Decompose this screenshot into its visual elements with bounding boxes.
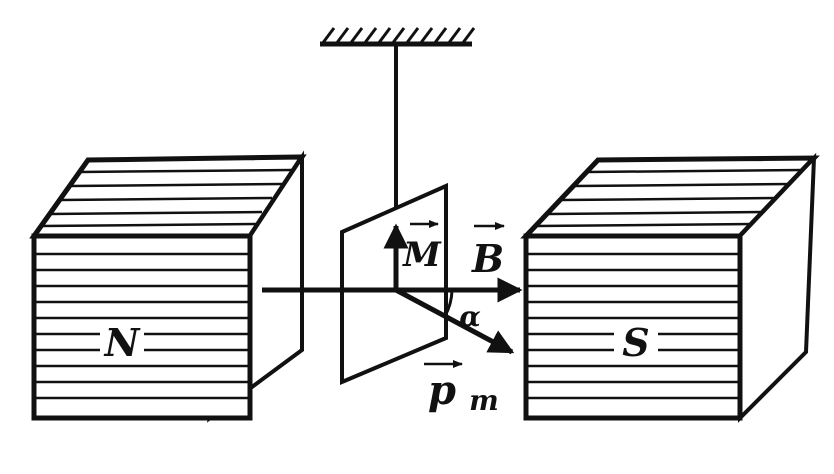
ceiling-support [320,27,476,47]
north-magnet: N [29,150,307,423]
north-pole-label: N [104,320,141,365]
magnetic-moment-label-text: p [428,367,456,414]
field-label: B [471,222,505,281]
torque-label-text: M [402,235,442,275]
south-magnet: S [520,152,820,423]
magnetic-moment-arrow [394,287,515,355]
torque-label: M [402,220,442,275]
magnetic-moment-label: p m [424,360,499,417]
magnetic-moment-subscript: m [469,384,499,417]
field-label-text: B [471,236,504,281]
south-pole-label: S [622,320,649,365]
angle-label: α [459,300,481,333]
angle-arc [443,289,454,317]
